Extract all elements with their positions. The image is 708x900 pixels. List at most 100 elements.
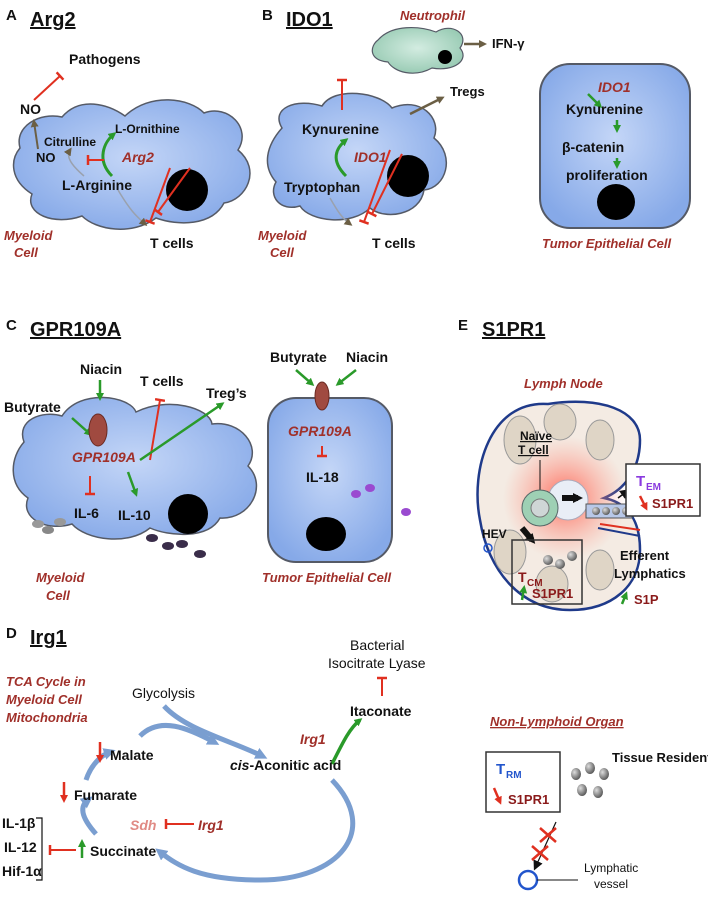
neutrophil-nucleus [438, 50, 452, 64]
panel-a-letter: A [6, 7, 17, 24]
kyn-to-tregs [409, 96, 445, 116]
trp-to-kyn [334, 138, 349, 178]
panel-c-letter: C [6, 317, 17, 334]
tumor-butyrate-arrow [295, 369, 315, 386]
s1p-label: S1P [634, 592, 659, 607]
tcm-s1pr1: S1PR1 [532, 586, 573, 601]
glycolysis-label: Glycolysis [132, 685, 195, 701]
lymph-node-lobes [493, 403, 615, 603]
il10-label: IL-10 [118, 507, 151, 523]
to-tcm-arrow [519, 526, 536, 544]
tcm-up-arrow [519, 585, 528, 601]
naive-label-2: T cell [518, 443, 549, 457]
nucleus-b [387, 155, 429, 197]
gpr-inhibits-tcells [149, 397, 166, 461]
tem-box [625, 463, 701, 517]
tissue-resident-label: Tissue Resident [612, 750, 708, 765]
secreted-vesicles-c [32, 518, 206, 558]
itaconate-label: Itaconate [350, 703, 412, 719]
myeloid-c-label-2: Cell [46, 588, 70, 603]
tcm-cells [543, 551, 577, 569]
tcells-c-label: T cells [140, 373, 184, 389]
panel-b-letter: B [262, 7, 273, 24]
panel-c-title: GPR109A [30, 319, 121, 341]
aconitic-to-succinate [155, 778, 356, 883]
neutrophil-cell [371, 26, 464, 74]
no-inner-label: NO [36, 150, 56, 165]
sdh-label: Sdh [130, 817, 156, 833]
panel-e: E S1PR1 Lymph Node Naïve T cell T EM S1P… [458, 317, 708, 891]
panel-a: A Arg2 Pathogens NO Citrulline L-Ornithi… [4, 7, 251, 260]
tcm-box [511, 539, 583, 605]
tem-sub: EM [646, 482, 661, 493]
ido1-b-label: IDO1 [354, 149, 387, 165]
myeloid-b-label-1: Myeloid [258, 228, 307, 243]
s1p-up-arrow [620, 591, 628, 605]
ido1-inhibits-tcells-1 [358, 149, 391, 225]
butyrate-to-gpr [71, 417, 93, 436]
pathogens-label: Pathogens [69, 51, 141, 67]
trm-down-arrow [492, 787, 502, 805]
trm-sub: RM [506, 770, 522, 781]
nucleus-tumor-c [306, 517, 346, 551]
panel-e-title: S1PR1 [482, 319, 545, 341]
tca-label-2: Myeloid Cell [6, 692, 82, 707]
lymphatic-vessel-circle [517, 869, 539, 891]
hif-label: Hif-1α [2, 863, 42, 879]
ido1-inhibits-tcells-2 [366, 153, 403, 218]
glycolysis-to-aconitic [162, 704, 268, 759]
myeloid-b-label-2: Cell [270, 245, 294, 260]
non-lymphoid-label: Non-Lymphoid Organ [490, 714, 624, 729]
tumor-b-label: Tumor Epithelial Cell [542, 236, 671, 251]
myeloid-a-label-1: Myeloid [4, 228, 53, 243]
tregs-c-label: Treg’s [206, 385, 247, 401]
tem-s1pr1: S1PR1 [652, 496, 693, 511]
tem-down-arrow [638, 495, 648, 511]
tumor-cell-b [539, 63, 691, 229]
bacterial-label-2: Isocitrate Lyase [328, 655, 426, 671]
panel-b: B IDO1 Neutrophil IFN-γ Tregs Kynurenine… [258, 7, 691, 260]
panel-a-title: Arg2 [30, 9, 76, 31]
tcm-sub: CM [527, 578, 543, 589]
trm-s1pr1: S1PR1 [508, 792, 549, 807]
irg1-b-label: Irg1 [198, 817, 224, 833]
il1b-label: IL-1β [2, 815, 36, 831]
arginine-to-citrulline [63, 147, 85, 177]
fumarate-label: Fumarate [74, 787, 137, 803]
tumor-prolif-label: proliferation [566, 167, 648, 183]
tregs-b-label: Tregs [450, 84, 485, 99]
arg2-label: Arg2 [121, 149, 154, 165]
lymphatic-label-2: vessel [594, 877, 628, 891]
fumarate-to-malate [83, 748, 116, 781]
panel-c: C GPR109A Niacin Butyrate T cells Treg’s… [4, 317, 411, 603]
no-exits-arrow [30, 119, 39, 150]
aconitic-to-itaconate [330, 718, 363, 765]
niacin-c-label: Niacin [80, 361, 122, 377]
nucleus-a [166, 169, 208, 211]
panel-b-title: IDO1 [286, 9, 333, 31]
efferent-label-2: Lymphatics [614, 566, 686, 581]
gpr109a-receptor-c [88, 413, 108, 447]
tcells-b-label: T cells [372, 235, 416, 251]
lymphatic-label-1: Lymphatic [584, 861, 638, 875]
panel-d-title: Irg1 [30, 627, 67, 649]
arginine-to-ornithine [101, 132, 117, 178]
tca-label-1: TCA Cycle in [6, 674, 86, 689]
bacterial-label-1: Bacterial [350, 637, 404, 653]
aconitic-label: cis-Aconitic acid [230, 757, 341, 773]
irg1-a-label: Irg1 [300, 731, 326, 747]
panel-e-letter: E [458, 317, 468, 334]
arginine-to-tcells [117, 189, 148, 227]
ornithine-label: L-Ornithine [115, 122, 180, 136]
arg2-inhibits-tcells-2 [153, 167, 191, 216]
tcm-main: T [518, 569, 527, 585]
tryptophan-label: Tryptophan [284, 179, 360, 195]
gpr109a-receptor-tumor [314, 381, 330, 411]
succinate-to-fumarate [79, 796, 98, 836]
nucleus-tumor-b [597, 184, 635, 220]
trm-main: T [496, 761, 505, 778]
ido1-tumor-arrow [587, 93, 603, 109]
tca-label-3: Mitochondria [6, 710, 88, 725]
naive-label-1: Naïve [520, 429, 552, 443]
lymph-node-label: Lymph Node [524, 376, 603, 391]
